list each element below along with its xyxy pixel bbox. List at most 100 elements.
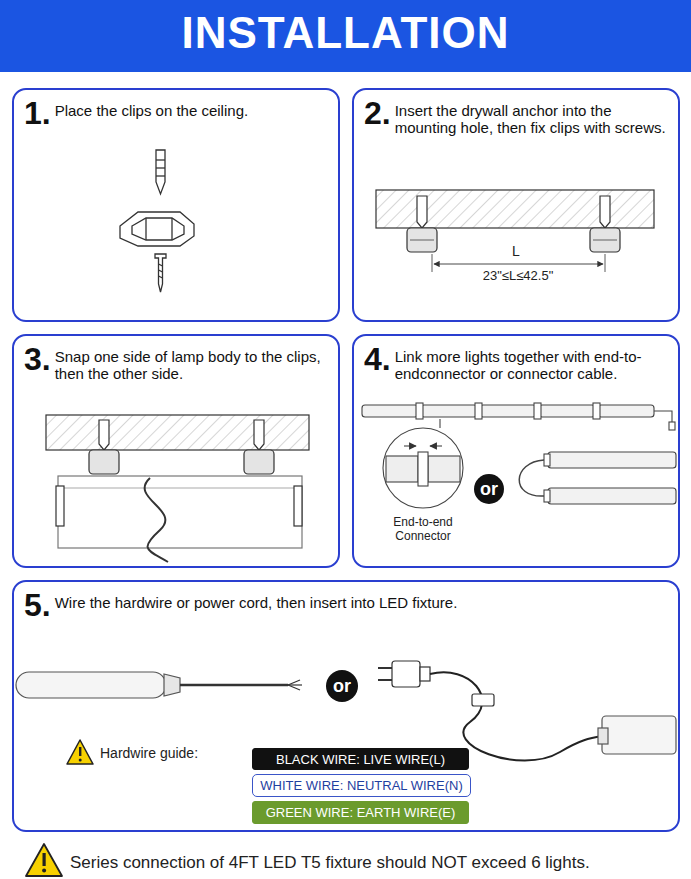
illustration-part [548,452,676,468]
illustration-part [376,190,654,228]
illustration-part [669,422,675,430]
warning-note: Series connection of 4FT LED T5 fixture … [70,853,590,873]
step-instruction: Place the clips on the ceiling. [55,102,328,119]
warning-icon [26,844,62,876]
linked-lights [362,403,676,508]
illustration-part [404,445,416,446]
illustration-part [590,228,620,252]
illustration-part [416,403,423,419]
step-panel: 3.Snap one side of lamp body to the clip… [12,334,340,568]
wire-color-box: BLACK WIRE: LIVE WIRE(L) [252,748,469,770]
or-text: or [333,677,351,695]
illustration-part [383,428,463,508]
illustration-part [598,728,608,744]
dimension-range: 23"≤L≤42.5" [470,268,566,284]
illustration-part [605,254,606,272]
or-badge: or [474,474,504,504]
illustration-part [120,212,194,246]
illustration-part [418,452,428,486]
illustration-part [159,270,163,272]
step-panel: 1.Place the clips on the ceiling. [12,88,340,322]
step-instruction: Snap one side of lamp body to the clips,… [55,348,328,382]
dimension-symbol: L [512,243,520,260]
illustration-part [421,405,477,417]
illustration-part [472,694,494,706]
guide-heading: Hardwire guide: [100,745,198,762]
illustration-part [58,487,302,488]
illustration-part [145,478,168,562]
illustration-part [156,150,165,194]
illustration-part [67,740,93,764]
illustration-part [598,405,654,417]
illustration-part [362,405,418,417]
illustration-part [294,486,302,526]
illustration-part [89,450,119,474]
illustration-part [600,196,610,228]
illustration-part [159,264,163,266]
illustration-part [132,218,184,240]
illustration-part [432,254,433,272]
illustration-part [244,450,274,474]
illustration-part [159,276,163,278]
wire-color-text: BLACK WIRE: LIVE WIRE(L) [276,753,445,766]
step-number: 4. [364,342,391,376]
illustration-part [544,490,550,502]
illustration-part [254,420,264,450]
illustration-part [519,460,544,496]
illustration-part [288,685,300,690]
illustration-part [593,239,617,240]
illustration-part [417,196,427,228]
illustration-part [428,456,460,482]
illustration-part [155,254,166,292]
step-number: 3. [24,342,51,376]
step-panel: 5.Wire the hardwire or power cord, then … [12,580,680,832]
callout-label: End-to-end Connector [378,515,468,544]
illustration-part [171,218,172,240]
illustration-part [99,420,109,450]
or-text: or [480,480,498,498]
illustration-part [58,476,302,548]
illustration-part [539,405,595,417]
illustration-part [164,674,180,696]
illustration-part [288,680,300,685]
illustration-part [654,411,672,422]
step-panel: 2.Insert the drywall anchor into the mou… [352,88,680,322]
illustration-part [392,661,420,687]
lamp-on-clips [46,415,309,562]
illustration-part [430,445,442,446]
step-number: 1. [24,96,51,130]
illustration-part [16,672,166,698]
wire-color-text: WHITE WIRE: NEUTRAL WIRE(N) [260,779,462,792]
illustration-part [79,759,82,762]
illustration-part [26,844,62,876]
illustration-part [156,175,165,176]
illustration-part [386,456,418,482]
step-number: 2. [364,96,391,130]
illustration-part [593,403,600,419]
illustration-part [42,869,46,873]
illustration-part [548,488,676,504]
wire-color-box: GREEN WIRE: EARTH WIRE(E) [252,801,469,824]
illustration-part [434,264,603,265]
illustration-part [410,239,434,240]
step-number: 5. [24,588,51,622]
step-instruction: Wire the hardwire or power cord, then in… [55,594,668,611]
illustration-part [156,159,165,160]
illustration-part [439,419,440,428]
wire-color-text: GREEN WIRE: EARTH WIRE(E) [266,806,456,819]
step-instruction: Link more lights together with end-to-en… [395,348,668,382]
illustration-part [544,454,550,466]
anchor-clip-screw [120,150,194,292]
title-text: INSTALLATION [0,8,691,58]
illustration-part [534,403,541,419]
warning-icon [67,740,93,764]
illustration-part [602,716,676,754]
illustration-part [475,403,482,419]
illustration-part [480,405,536,417]
illustration-part [378,679,392,681]
illustration-part [378,667,392,669]
illustration-part [156,167,165,168]
step-instruction: Insert the drywall anchor into the mount… [395,102,668,136]
illustration-part [180,684,288,687]
